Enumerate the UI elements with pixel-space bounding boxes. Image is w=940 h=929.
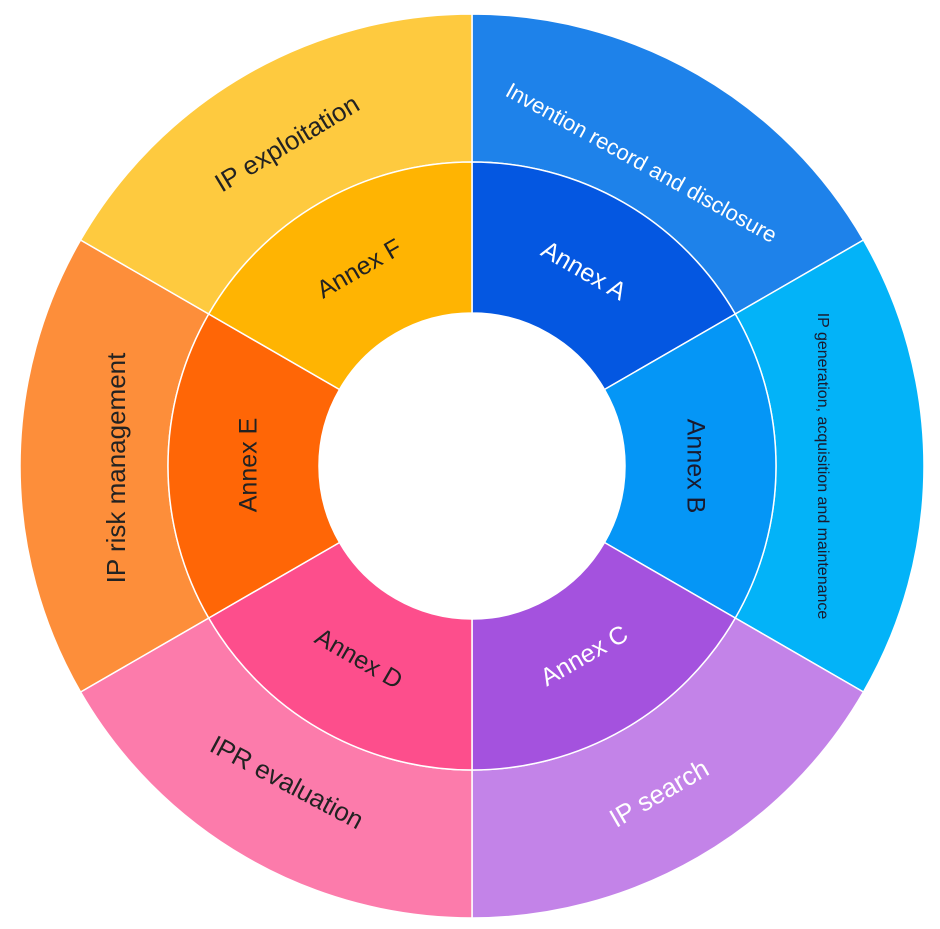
segment-annex-e: Annex E IP risk management (19, 238, 341, 694)
segment-annex-f: Annex F IP exploitation (79, 13, 473, 391)
segment-annex-b: Annex B IP generation, acquisition and m… (603, 238, 925, 694)
center-hole (319, 313, 625, 619)
segment-annex-c: Annex C IP search (471, 541, 865, 919)
segment-annex-d: Annex D IPR evaluation (79, 541, 473, 919)
annex-e-label: Annex E (235, 418, 263, 513)
annex-b-label: Annex B (681, 419, 709, 514)
segment-annex-a: Annex A Invention record and disclosure (471, 13, 865, 391)
ip-generation-label: IP generation, acquisition and maintenan… (814, 313, 831, 620)
ip-risk-management-label: IP risk management (101, 352, 131, 584)
